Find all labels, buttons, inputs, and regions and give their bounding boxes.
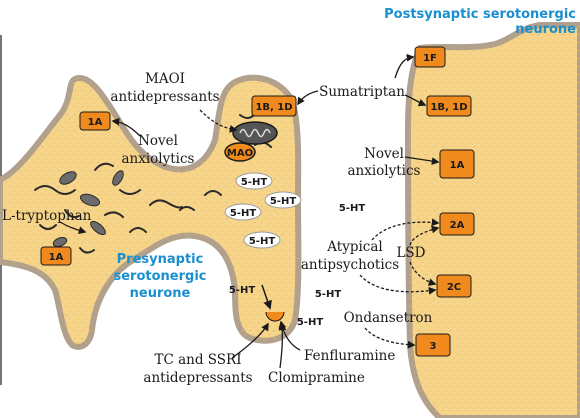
svg-text:1B, 1D: 1B, 1D xyxy=(255,102,292,113)
presynaptic-title-line1: Presynaptic xyxy=(117,252,204,267)
maoi-label-line1: MAOI xyxy=(145,71,185,87)
vesicle-1: 5-HT xyxy=(235,172,273,190)
lsd-label: LSD xyxy=(396,245,425,261)
sumatriptan-label: Sumatriptan xyxy=(319,84,405,100)
reuptake-transporter xyxy=(265,311,285,322)
atypical-line1: Atypical xyxy=(326,239,382,255)
svg-text:1B, 1D: 1B, 1D xyxy=(430,102,467,113)
sumatriptan-arrow-1b1d xyxy=(404,94,427,107)
novel-right-arrow xyxy=(404,156,440,165)
svg-text:1A: 1A xyxy=(88,117,103,128)
receptor-post-1a: 1A xyxy=(439,149,475,179)
postsynaptic-title-line1: Postsynaptic serotonergic xyxy=(384,7,576,22)
receptor-pre-1a-top: 1A xyxy=(79,111,111,131)
free-5ht-4: 5-HT xyxy=(297,317,323,328)
vesicle-2: 5-HT xyxy=(264,191,302,209)
free-5ht-3: 5-HT xyxy=(315,289,341,300)
presynaptic-title-line2: serotonergic xyxy=(114,269,207,284)
svg-text:1F: 1F xyxy=(423,53,437,64)
atypical-arrow-2c xyxy=(359,274,437,295)
tc-ssri-line1: TC and SSRI xyxy=(154,352,241,368)
vesicle-4: 5-HT xyxy=(243,231,281,249)
atypical-line2: antipsychotics xyxy=(301,257,399,273)
free-5ht-2: 5-HT xyxy=(229,285,255,296)
sumatriptan-arrow-1f xyxy=(394,53,415,79)
vesicle-3-label: 5-HT xyxy=(230,208,256,219)
novel-right-line2: anxiolytics xyxy=(348,163,421,179)
receptor-post-3: 3 xyxy=(415,333,451,357)
svg-text:1A: 1A xyxy=(450,160,465,171)
novel-left-line1: Novel xyxy=(138,133,178,149)
ltryptophan-label: L-tryptophan xyxy=(2,208,92,224)
mao-enzyme xyxy=(224,142,256,162)
receptor-pre-1a-bottom: 1A xyxy=(40,246,72,266)
novel-right-line1: Novel xyxy=(364,146,404,162)
ondansetron-label: Ondansetron xyxy=(344,310,433,326)
receptor-pre-1b1d: 1B, 1D xyxy=(251,95,297,117)
sumatriptan-arrow-pre xyxy=(297,90,319,106)
tc-ssri-line2: antidepressants xyxy=(143,370,252,386)
svg-text:3: 3 xyxy=(430,341,437,352)
tc-ssri-arrow xyxy=(231,322,269,359)
receptor-post-1f: 1F xyxy=(414,46,446,68)
mao-mitochondrion: MAO xyxy=(224,121,278,162)
clomipramine-arrow xyxy=(278,322,287,369)
free-5ht-1: 5-HT xyxy=(339,203,365,214)
ltryptophan-arrow xyxy=(59,221,87,235)
vesicle-2-label: 5-HT xyxy=(270,196,296,207)
lsd-arrow-2c xyxy=(409,261,437,286)
novel-left-arrow xyxy=(111,117,141,137)
lsd-arrow-2a xyxy=(409,225,440,246)
presynaptic-texture xyxy=(0,77,299,347)
maoi-label-line2: antidepressants xyxy=(110,89,219,105)
novel-left-line2: anxiolytics xyxy=(122,151,195,167)
presynaptic-title-line3: neurone xyxy=(130,286,191,301)
svg-text:1A: 1A xyxy=(49,252,64,263)
vesicle-4-label: 5-HT xyxy=(249,236,275,247)
receptor-post-1b1d: 1B, 1D xyxy=(426,95,472,117)
clomipramine-label: Clomipramine xyxy=(268,370,365,386)
receptor-post-2a: 2A xyxy=(439,212,475,236)
svg-text:2C: 2C xyxy=(447,282,461,293)
reuptake-arrow xyxy=(261,284,272,310)
mitochondria xyxy=(52,170,124,247)
svg-text:2A: 2A xyxy=(450,220,465,231)
cytoskeleton-squiggles xyxy=(34,114,272,254)
mao-label: MAO xyxy=(227,148,253,159)
vesicle-1-label: 5-HT xyxy=(241,177,267,188)
vesicle-3: 5-HT xyxy=(224,203,262,221)
atypical-arrow-2a xyxy=(371,218,440,241)
fenfluramine-label: Fenfluramine xyxy=(304,348,395,364)
postsynaptic-title-line2: neurone xyxy=(515,22,576,37)
postsynaptic-texture xyxy=(408,25,580,418)
receptor-post-2c: 2C xyxy=(436,274,472,298)
